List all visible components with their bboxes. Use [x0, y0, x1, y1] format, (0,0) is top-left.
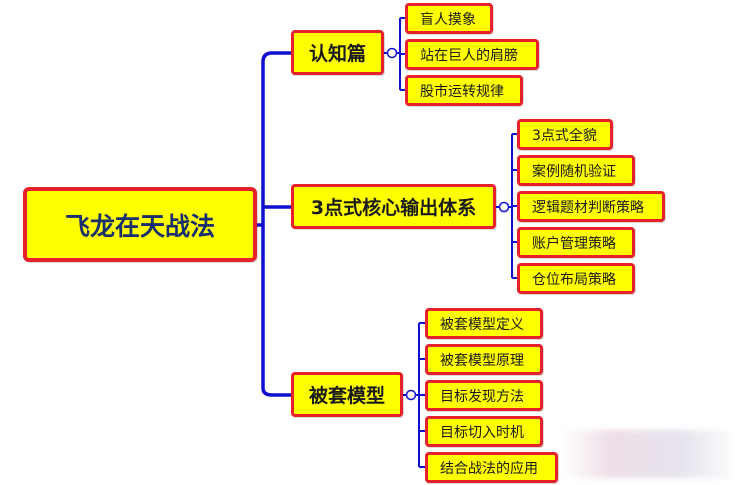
- leaf-label: 股市运转规律: [420, 83, 504, 100]
- leaf-node[interactable]: 被套模型原理: [425, 344, 543, 375]
- root-connector: [257, 51, 291, 227]
- blurred-watermark: [560, 430, 730, 478]
- leaf-node[interactable]: 目标发现方法: [425, 380, 543, 411]
- leaf-label: 目标发现方法: [440, 388, 524, 405]
- leaf-node[interactable]: 账户管理策略: [517, 227, 635, 258]
- leaf-label: 3点式全貌: [532, 127, 597, 144]
- leaf-node[interactable]: 股市运转规律: [405, 75, 523, 106]
- root-node[interactable]: 飞龙在天战法: [23, 187, 257, 262]
- collapse-toggle-icon[interactable]: [405, 389, 417, 401]
- collapse-toggle-icon[interactable]: [498, 201, 510, 213]
- branch-node-trapped-model[interactable]: 被套模型: [291, 372, 403, 417]
- leaf-label: 被套模型原理: [440, 352, 524, 369]
- leaf-label: 结合战法的应用: [440, 460, 538, 477]
- branch-node-core-system[interactable]: 3点式核心输出体系: [291, 184, 496, 229]
- leaf-node[interactable]: 3点式全貌: [517, 119, 613, 150]
- collapse-toggle-icon[interactable]: [386, 47, 398, 59]
- leaf-node[interactable]: 逻辑题材判断策略: [517, 191, 665, 222]
- leaf-node[interactable]: 目标切入时机: [425, 416, 543, 447]
- leaf-label: 被套模型定义: [440, 316, 524, 333]
- leaf-label: 仓位布局策略: [532, 271, 616, 288]
- leaf-label: 案例随机验证: [532, 163, 616, 180]
- leaf-label: 盲人摸象: [420, 11, 476, 28]
- leaf-label: 逻辑题材判断策略: [532, 199, 644, 216]
- leaf-node[interactable]: 站在巨人的肩膀: [405, 39, 539, 70]
- branch-node-cognition[interactable]: 认知篇: [291, 30, 384, 75]
- leaf-node[interactable]: 盲人摸象: [405, 3, 493, 34]
- leaf-node[interactable]: 结合战法的应用: [425, 452, 558, 483]
- branch-label: 3点式核心输出体系: [310, 197, 477, 219]
- branch-label: 被套模型: [308, 385, 385, 407]
- root-label: 飞龙在天战法: [64, 211, 215, 241]
- branch-label: 认知篇: [308, 43, 366, 65]
- leaf-node[interactable]: 仓位布局策略: [517, 263, 635, 294]
- leaf-label: 目标切入时机: [440, 424, 524, 441]
- leaf-node[interactable]: 案例随机验证: [517, 155, 635, 186]
- leaf-label: 账户管理策略: [532, 235, 616, 252]
- leaf-node[interactable]: 被套模型定义: [425, 308, 543, 339]
- root-connector: [261, 225, 291, 397]
- leaf-label: 站在巨人的肩膀: [420, 47, 518, 64]
